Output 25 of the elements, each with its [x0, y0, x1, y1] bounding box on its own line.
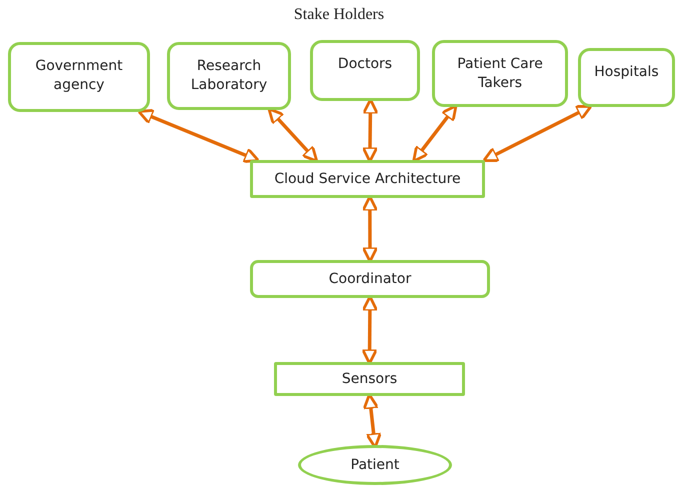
double-arrow: [361, 195, 378, 263]
process-box: [8, 42, 150, 112]
node-label: Research Laboratory: [190, 57, 268, 95]
node-label: Coordinator: [328, 270, 412, 288]
double-arrow: [362, 98, 379, 163]
process-box: [250, 160, 485, 198]
node-label: Government agency: [34, 57, 124, 95]
double-arrow: [137, 108, 260, 164]
process-box: [432, 40, 568, 107]
process-box: [274, 362, 465, 396]
double-arrow: [412, 104, 458, 162]
node-label: Sensors: [342, 370, 398, 388]
diagram-title: Stake Holders: [292, 6, 386, 24]
node-label: Cloud Service Architecture: [274, 170, 461, 188]
process-box: [310, 40, 420, 101]
node-label: Doctors: [338, 55, 392, 74]
process-box: [167, 42, 291, 110]
process-box: [250, 260, 490, 298]
double-arrow: [482, 104, 592, 162]
double-arrow: [268, 108, 318, 162]
node-label: Hospitals: [594, 63, 659, 82]
double-arrow: [361, 295, 378, 365]
process-box: [578, 48, 675, 107]
node-label: Patient Care Takers: [456, 55, 544, 93]
node-label: Patient: [350, 456, 400, 474]
